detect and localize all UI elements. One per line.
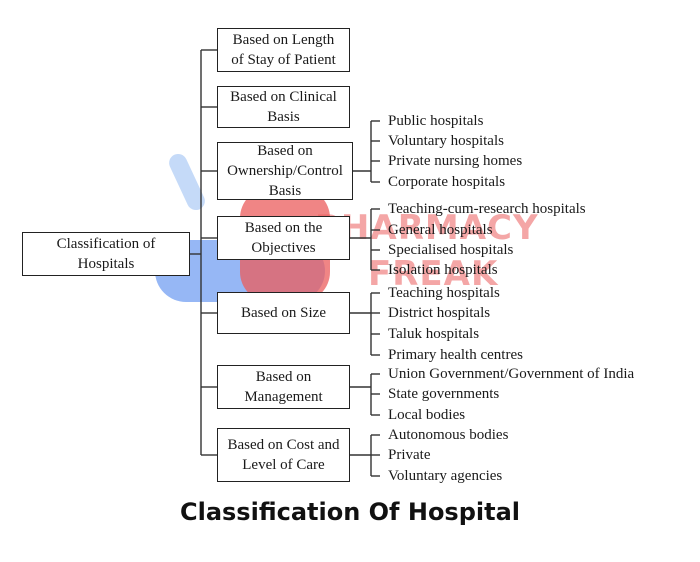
leaf-management-item: State governments: [388, 386, 500, 402]
figure-caption: Classification Of Hospital: [179, 498, 521, 526]
leaf-management-item: Union Government/Government of India: [388, 366, 635, 382]
leaf-ownership-item: Private nursing homes: [388, 153, 523, 169]
leaf-size-item: Taluk hospitals: [388, 326, 480, 342]
leaf-objectives-item: Teaching-cum-research hospitals: [388, 201, 586, 217]
leaf-objectives-item: General hospitals: [388, 222, 493, 238]
root-node-classification-of-hospitals: Classification of Hospitals: [22, 232, 190, 276]
leaf-ownership-item: Corporate hospitals: [388, 174, 506, 190]
leaf-size-item: Teaching hospitals: [388, 285, 500, 301]
leaf-cost-item: Voluntary agencies: [388, 468, 503, 484]
category-length-of-stay: Based on Length of Stay of Patient: [217, 28, 350, 72]
leaf-size-item: Primary health centres: [388, 347, 523, 363]
leaf-objectives-item: Specialised hospitals: [388, 242, 514, 258]
leaf-ownership-item: Public hospitals: [388, 113, 484, 129]
category-cost-level-of-care: Based on Cost and Level of Care: [217, 428, 350, 482]
connector-lines: [190, 49, 380, 477]
leaf-cost-item: Private: [388, 447, 431, 463]
leaf-ownership-item: Voluntary hospitals: [388, 133, 504, 149]
leaf-size-item: District hospitals: [388, 305, 491, 321]
category-objectives: Based on the Objectives: [217, 216, 350, 260]
category-clinical-basis: Based on Clinical Basis: [217, 86, 350, 128]
category-management: Based on Management: [217, 365, 350, 409]
leaf-objectives-item: Isolation hospitals: [388, 262, 498, 278]
category-size: Based on Size: [217, 292, 350, 334]
category-ownership-control: Based on Ownership/Control Basis: [217, 142, 353, 200]
leaf-management-item: Local bodies: [388, 407, 466, 423]
leaf-cost-item: Autonomous bodies: [388, 427, 509, 443]
